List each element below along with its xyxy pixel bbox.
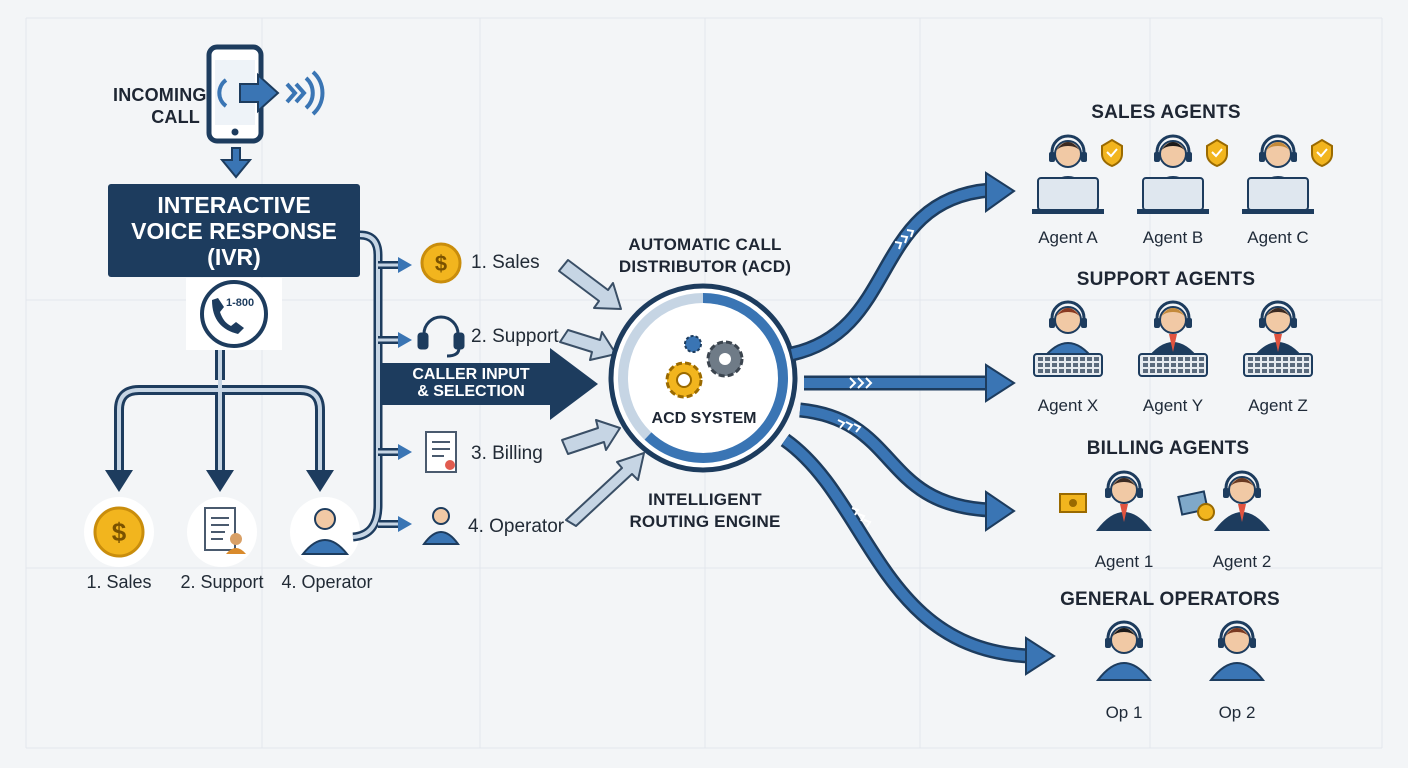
agent-label: Agent X (1037, 396, 1099, 415)
ivr-title-line2: VOICE RESPONSE (131, 217, 337, 244)
caller-input-line2: & SELECTION (417, 383, 525, 400)
agent-icon (1138, 300, 1208, 377)
routing-arrows (780, 182, 1031, 664)
ivr-box: INTERACTIVE VOICE RESPONSE (IVR) (108, 184, 360, 277)
agent-icon (1243, 300, 1313, 377)
bottom-option-support: 2. Support (180, 572, 264, 592)
agent-label: Agent Y (1142, 396, 1204, 415)
agent-icon (1208, 620, 1266, 681)
money-icon (1177, 490, 1215, 521)
agent-label: Agent 1 (1094, 552, 1154, 571)
ivr-to-menu-bracket (352, 230, 412, 542)
route-chevrons (837, 229, 915, 528)
acd-subtitle: INTELLIGENT ROUTING ENGINE (600, 489, 810, 533)
svg-text:$: $ (435, 251, 447, 276)
sales-group-title: SALES AGENTS (1091, 102, 1241, 123)
billing-group-title: BILLING AGENTS (1086, 438, 1250, 459)
acd-subtitle-line1: INTELLIGENT (648, 490, 762, 509)
menu-operator-icon (422, 507, 460, 545)
phone-icon (206, 44, 325, 144)
menu-to-acd-arrows (558, 259, 645, 527)
agent-label: Agent Z (1248, 396, 1308, 415)
menu-option-billing: 3. Billing (471, 443, 543, 464)
menu-support-icon (417, 315, 465, 358)
agent-icon (1095, 470, 1153, 531)
incoming-call-line1: INCOMING (113, 85, 207, 105)
routing-arrowheads (985, 171, 1056, 676)
menu-option-support: 2. Support (471, 326, 559, 347)
caller-input-label: CALLER INPUT & SELECTION (396, 366, 546, 400)
incoming-call-line2: CALL (151, 107, 200, 127)
acd-circle (608, 283, 798, 473)
menu-option-sales: 1. Sales (471, 252, 540, 273)
ivr-number-text: 1-800 (226, 297, 255, 309)
svg-text:$: $ (112, 517, 127, 547)
agent-icon (1137, 134, 1228, 214)
support-group-title: SUPPORT AGENTS (1076, 269, 1256, 290)
agent-icon (1242, 134, 1333, 214)
bottom-sales-icon: $ (84, 497, 154, 567)
ivr-title-line1: INTERACTIVE (157, 191, 311, 218)
acd-title: AUTOMATIC CALL DISTRIBUTOR (ACD) (600, 234, 810, 278)
agent-icon (1032, 134, 1123, 214)
caller-input-arrow (382, 348, 598, 420)
agents-layer (1032, 134, 1333, 681)
acd-center-label: ACD SYSTEM (651, 410, 757, 427)
bottom-option-sales: 1. Sales (86, 572, 152, 592)
acd-subtitle-line2: ROUTING ENGINE (629, 512, 781, 531)
ivr-title-line3: (IVR) (207, 243, 261, 270)
acd-title-line2: DISTRIBUTOR (ACD) (618, 257, 792, 276)
agent-label: Agent A (1038, 228, 1098, 247)
agent-label: Op 2 (1218, 703, 1256, 722)
agent-label: Agent C (1247, 228, 1309, 247)
incoming-call-label: INCOMING CALL (113, 84, 207, 128)
bottom-support-icon (187, 497, 257, 567)
agent-label: Agent 2 (1212, 552, 1272, 571)
phone-to-ivr-arrow (219, 147, 253, 179)
agent-label: Agent B (1142, 228, 1204, 247)
menu-option-operator: 4. Operator (468, 516, 565, 537)
operators-group-title: GENERAL OPERATORS (1060, 589, 1280, 610)
agent-icon (1033, 300, 1103, 377)
bottom-operator-icon (290, 497, 360, 567)
caller-input-line1: CALLER INPUT (412, 366, 530, 383)
agent-icon (1213, 470, 1271, 531)
bottom-option-operator: 4. Operator (281, 572, 373, 592)
gears-icon (665, 335, 744, 399)
agent-label: Op 1 (1105, 703, 1143, 722)
money-icon (1059, 493, 1087, 513)
agent-icon (1095, 620, 1153, 681)
ivr-number-badge (186, 278, 282, 350)
ivr-branch-lines (105, 350, 334, 492)
menu-sales-icon: $ (420, 242, 462, 284)
acd-title-line1: AUTOMATIC CALL (628, 235, 782, 254)
menu-billing-icon (425, 431, 457, 473)
